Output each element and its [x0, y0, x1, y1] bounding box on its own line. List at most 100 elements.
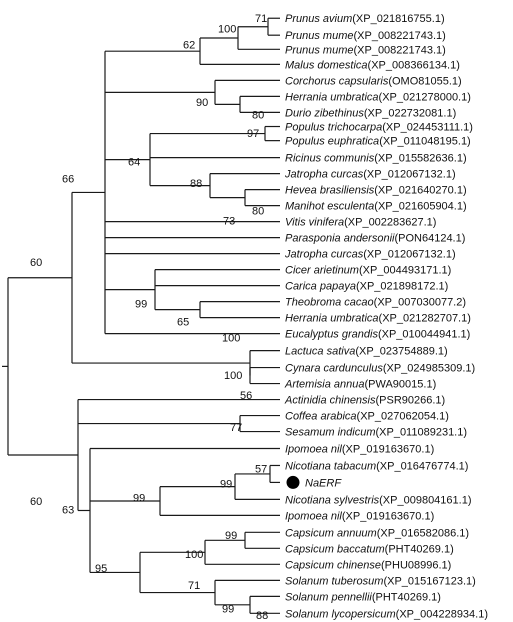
tip-label: Lactuca sativa(XP_023754889.1)	[285, 346, 448, 358]
support-value: 56	[240, 390, 252, 402]
accession-id: (PHT40269.1)	[372, 591, 441, 603]
accession-id: (PWA90015.1)	[365, 379, 437, 391]
tip-label: Herrania umbratica(XP_021282707.1)	[285, 313, 471, 325]
support-value: 88	[190, 178, 202, 190]
accession-id: (XP_016476774.1)	[376, 460, 468, 472]
accession-id: (XP_022732081.1)	[364, 107, 456, 119]
species-name: Durio zibethinus	[285, 107, 364, 119]
species-name: Sesamum indicum	[285, 427, 375, 439]
accession-id: (PHT40269.1)	[385, 543, 454, 555]
accession-id: (XP_016582086.1)	[377, 527, 469, 539]
support-value: 77	[230, 422, 242, 434]
species-name: Populus euphratica	[285, 136, 379, 148]
species-name: Prunus avium	[285, 13, 352, 25]
accession-id: (XP_011089231.1)	[375, 427, 467, 439]
species-name: Herrania umbratica	[285, 91, 379, 103]
species-name: Jatropha curcas	[284, 249, 364, 261]
accession-id: (XP_015582636.1)	[374, 153, 466, 165]
tip-label: Solanum pennellii(PHT40269.1)	[285, 591, 441, 603]
tip-label: Manihot esculenta(XP_021605904.1)	[285, 201, 467, 213]
support-value: 73	[223, 216, 235, 228]
accession-id: (XP_021278000.1)	[379, 91, 471, 103]
tip-label: Solanum tuberosum(XP_015167123.1)	[285, 575, 476, 587]
tip-label: Eucalyptus grandis(XP_010044941.1)	[285, 329, 470, 341]
accession-id: (XP_007030077.2)	[374, 297, 466, 309]
tip-label: Populus euphratica(XP_011048195.1)	[285, 136, 471, 148]
support-value: 71	[188, 580, 200, 592]
tip-label: Actinidia chinensis(PSR90266.1)	[284, 395, 445, 407]
accession-id: (XP_021816755.1)	[352, 13, 444, 25]
support-value: 60	[30, 257, 42, 269]
tip-label: Prunus mume(XP_008221743.1)	[285, 44, 446, 56]
tip-label: Durio zibethinus(XP_022732081.1)	[285, 107, 456, 119]
species-name: Solanum pennellii	[285, 591, 372, 603]
tip-label: Herrania umbratica(XP_021278000.1)	[285, 91, 471, 103]
support-value: 60	[30, 496, 42, 508]
species-name: Lactuca sativa	[285, 346, 355, 358]
accession-id: (XP_024985309.1)	[383, 363, 475, 375]
accession-id: (PHU08996.1)	[381, 559, 451, 571]
support-value: 80	[252, 109, 264, 121]
accession-id: (XP_008366134.1)	[368, 59, 460, 71]
species-name: Prunus mume	[285, 44, 353, 56]
species-name: Artemisia annua	[284, 379, 365, 391]
species-name: Vitis vinifera	[285, 217, 344, 229]
tip-label: Jatropha curcas(XP_012067132.1)	[284, 169, 456, 181]
tip-label: Cicer arietinum(XP_004493171.1)	[285, 265, 451, 277]
accession-id: (XP_027062054.1)	[357, 411, 449, 423]
tip-label: Ipomoea nil(XP_019163670.1)	[285, 444, 434, 456]
species-name: Malus domestica	[285, 59, 368, 71]
accession-id: (XP_023754889.1)	[355, 346, 447, 358]
species-name: Theobroma cacao	[285, 297, 374, 309]
tip-label: Nicotiana sylvestris(XP_009804161.1)	[285, 494, 472, 506]
tree-branches	[2, 17, 280, 614]
tip-label: NaERF	[305, 477, 342, 489]
support-value: 99	[133, 492, 145, 504]
support-value: 71	[255, 13, 267, 25]
species-name: Capsicum annuum	[285, 527, 377, 539]
tip-label: Sesamum indicum(XP_011089231.1)	[285, 427, 467, 439]
species-name: Cicer arietinum	[285, 265, 359, 277]
species-name: Solanum tuberosum	[285, 575, 383, 587]
tip-label: Hevea brasiliensis(XP_021640270.1)	[285, 185, 467, 197]
species-name: Corchorus capsularis	[285, 75, 389, 87]
support-value: 62	[183, 40, 195, 52]
support-value: 66	[62, 173, 74, 185]
support-value: 90	[196, 97, 208, 109]
species-name: Prunus mume	[285, 30, 353, 42]
accession-id: (XP_011048195.1)	[379, 136, 471, 148]
species-name: Solanum lycopersicum	[285, 608, 396, 620]
tip-label: Parasponia andersonii(PON64124.1)	[285, 233, 465, 245]
species-name: Jatropha curcas	[284, 169, 364, 181]
support-values: 7110062908097648873806699651006010056776…	[30, 13, 268, 622]
species-name: Populus trichocarpa	[285, 122, 382, 134]
support-value: 63	[62, 505, 74, 517]
tip-label: Ipomoea nil(XP_019163670.1)	[285, 510, 434, 522]
species-name: Nicotiana sylvestris	[285, 494, 380, 506]
accession-id: (XP_002283627.1)	[344, 217, 436, 229]
tip-label: Theobroma cacao(XP_007030077.2)	[285, 297, 466, 309]
support-value: 99	[220, 478, 232, 490]
accession-id: (XP_019163670.1)	[342, 510, 434, 522]
accession-id: (OMO81055.1)	[388, 75, 461, 87]
accession-id: (XP_021605904.1)	[374, 201, 466, 213]
accession-id: (XP_021282707.1)	[379, 313, 471, 325]
species-name: Coffea arabica	[285, 411, 357, 423]
species-name: Ipomoea nil	[285, 510, 342, 522]
support-value: 97	[247, 128, 259, 140]
tip-label: Ricinus communis(XP_015582636.1)	[285, 153, 467, 165]
accession-id: (PON64124.1)	[394, 233, 465, 245]
species-name: NaERF	[305, 477, 342, 489]
tip-label: Nicotiana tabacum(XP_016476774.1)	[285, 460, 468, 472]
accession-id: (XP_008221743.1)	[353, 44, 445, 56]
accession-id: (XP_004493171.1)	[359, 265, 451, 277]
support-value: 99	[222, 604, 234, 616]
accession-id: (XP_008221743.1)	[353, 30, 445, 42]
accession-id: (XP_009804161.1)	[379, 494, 471, 506]
accession-id: (XP_021898172.1)	[356, 281, 448, 293]
tip-label: Corchorus capsularis(OMO81055.1)	[285, 75, 462, 87]
species-name: Eucalyptus grandis	[285, 329, 378, 341]
support-value: 80	[252, 205, 264, 217]
support-value: 100	[185, 549, 203, 561]
